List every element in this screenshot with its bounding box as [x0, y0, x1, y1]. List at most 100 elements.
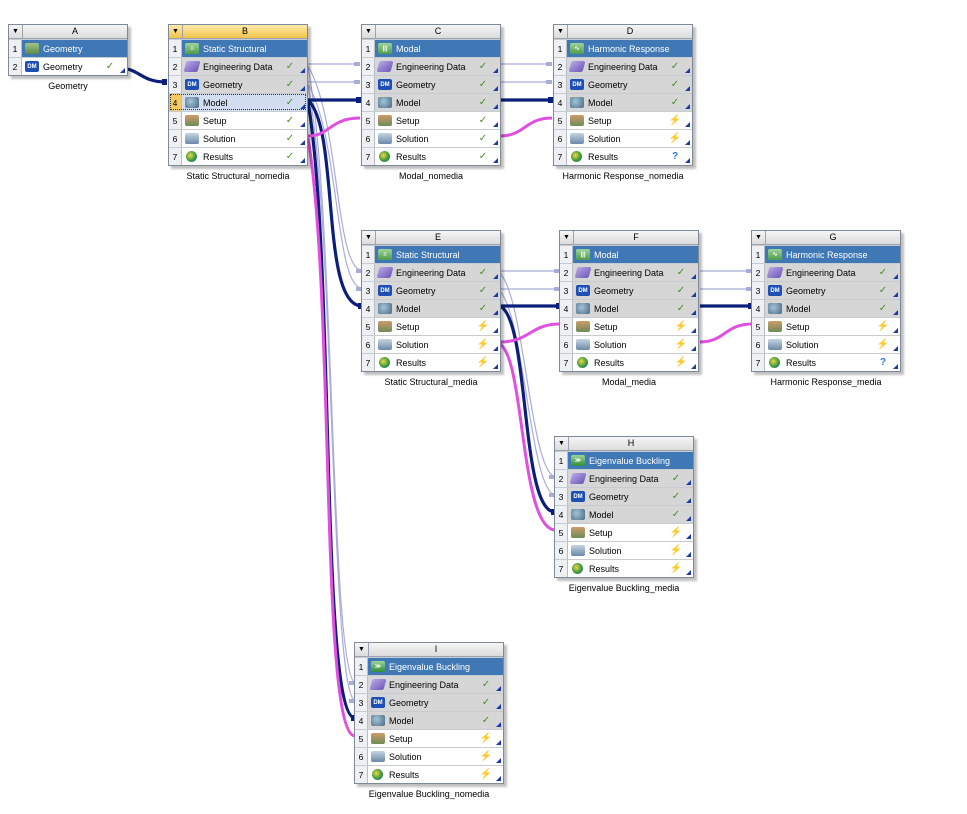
cell-static-structural[interactable]: 1≡Static Structural [362, 245, 500, 263]
dropdown-arrow-icon[interactable]: ▼ [554, 25, 568, 38]
system-caption[interactable]: Harmonic Response_media [770, 377, 882, 387]
dropdown-arrow-icon[interactable]: ▼ [355, 643, 369, 656]
system-caption[interactable]: Geometry [48, 81, 88, 91]
dropdown-arrow-icon[interactable]: ▼ [752, 231, 766, 244]
cell-modal[interactable]: 1|||Modal [560, 245, 698, 263]
system-header[interactable]: ▼D [554, 25, 692, 39]
cell-modal[interactable]: 1|||Modal [362, 39, 500, 57]
system-header[interactable]: ▼F [560, 231, 698, 245]
system-header[interactable]: ▼H [555, 437, 693, 451]
system-caption[interactable]: Eigenvalue Buckling_nomedia [368, 789, 490, 799]
cell-harmonic-response[interactable]: 1∿Harmonic Response [554, 39, 692, 57]
system-caption[interactable]: Static Structural_media [384, 377, 478, 387]
dropdown-arrow-icon[interactable]: ▼ [362, 25, 376, 38]
system-header[interactable]: ▼B [169, 25, 307, 39]
system-caption[interactable]: Eigenvalue Buckling_media [568, 583, 680, 593]
system-header[interactable]: ▼I [355, 643, 503, 657]
cell-static-structural[interactable]: 1≡Static Structural [169, 39, 307, 57]
cell-harmonic-response[interactable]: 1∿Harmonic Response [752, 245, 900, 263]
system-caption[interactable]: Modal_nomedia [398, 171, 464, 181]
cell-eigenvalue-buckling[interactable]: 1≫Eigenvalue Buckling [555, 451, 693, 469]
dropdown-arrow-icon[interactable]: ▼ [560, 231, 574, 244]
system-header[interactable]: ▼E [362, 231, 500, 245]
dropdown-arrow-icon[interactable]: ▼ [169, 25, 183, 38]
system-caption[interactable]: Harmonic Response_nomedia [562, 171, 684, 181]
system-caption[interactable]: Modal_media [601, 377, 657, 387]
dropdown-arrow-icon[interactable]: ▼ [362, 231, 376, 244]
cell-eigenvalue-buckling[interactable]: 1≫Eigenvalue Buckling [355, 657, 503, 675]
dropdown-arrow-icon[interactable]: ▼ [9, 25, 23, 38]
system-caption[interactable]: Static Structural_nomedia [186, 171, 290, 181]
system-header[interactable]: ▼G [752, 231, 900, 245]
system-header[interactable]: ▼A [9, 25, 127, 39]
dropdown-arrow-icon[interactable]: ▼ [555, 437, 569, 450]
system-header[interactable]: ▼C [362, 25, 500, 39]
